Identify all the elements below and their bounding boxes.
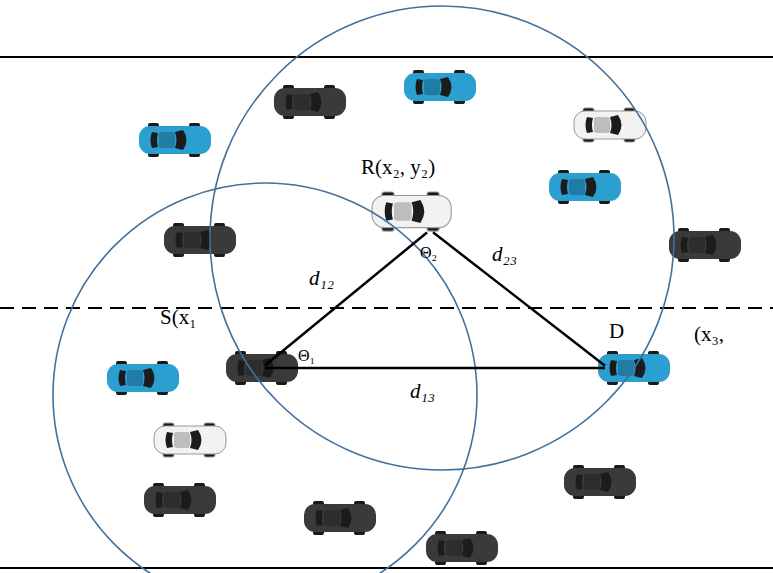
car-icon: [154, 423, 226, 457]
angle-label: Θ₂: [420, 243, 437, 263]
vehicle-label: R(x₂, y₂): [361, 155, 435, 179]
car-icon: [107, 361, 179, 395]
relay-vehicle: R(x₂, y₂): [427, 227, 433, 233]
vehicle-label: S(x₁: [160, 305, 197, 329]
car-icon: [564, 465, 636, 499]
angle-label: Θ₁: [298, 346, 315, 366]
car-icon: [669, 228, 741, 262]
range-circle: [53, 183, 477, 573]
destination-vehicle: D: [605, 365, 611, 371]
car-icon: [139, 123, 211, 157]
distance-line: [265, 232, 427, 365]
coordinate-label: (x₃,: [694, 322, 724, 346]
road-edge: [0, 56, 773, 58]
relay-car: [372, 192, 451, 231]
car-icon: [164, 223, 236, 257]
distance-label: d₂₃: [492, 242, 517, 266]
car-icon: [404, 70, 476, 104]
distance-line: [433, 232, 605, 365]
car-icon: [549, 170, 621, 204]
car-icon: [144, 483, 216, 517]
car-icon: [574, 108, 646, 142]
car-icon: [304, 501, 376, 535]
car-icon: [426, 531, 498, 565]
distance-line: [265, 367, 605, 370]
distance-label: d₁₃: [410, 379, 435, 403]
distance-label: d₁₂: [309, 266, 334, 290]
vehicle-label: D: [609, 319, 624, 343]
lane-divider: [0, 307, 773, 309]
range-circle: [210, 6, 674, 470]
source-vehicle: S(x₁: [259, 365, 265, 371]
car-icon: [274, 85, 346, 119]
